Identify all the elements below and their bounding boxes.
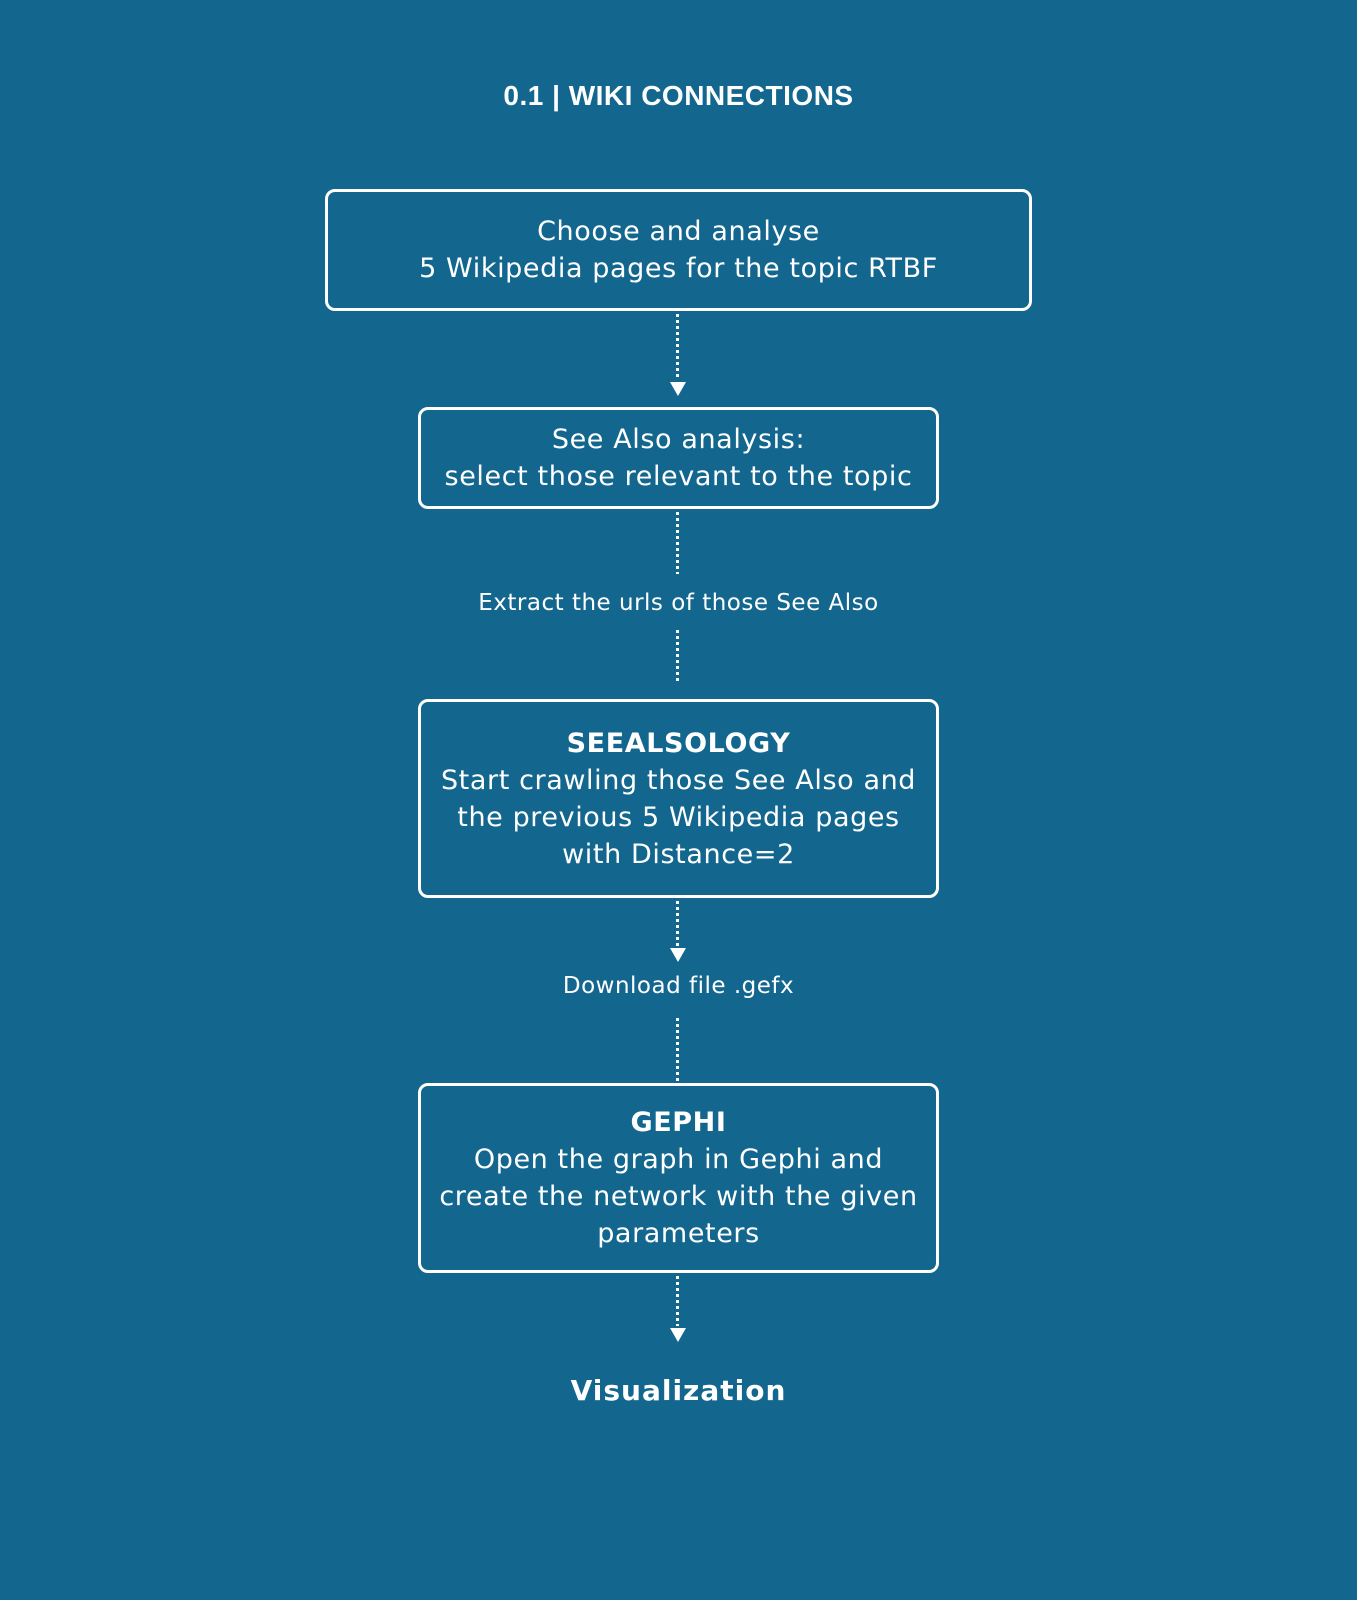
step-line: Start crawling those See Also and	[440, 764, 917, 796]
connector-line	[676, 1276, 679, 1326]
connector-label-extract: Extract the urls of those See Also	[478, 590, 879, 616]
arrow-down-icon	[670, 948, 686, 962]
connector-line	[676, 1018, 679, 1081]
step-heading: SEEALSOLOGY	[566, 727, 791, 759]
step-line: create the network with the given	[439, 1181, 918, 1212]
arrow-down-icon	[670, 382, 686, 396]
connector-line	[676, 512, 679, 574]
final-output-label: Visualization	[570, 1374, 787, 1407]
connector-line	[676, 901, 679, 949]
step-line: with Distance=2	[562, 838, 795, 870]
step-line: See Also analysis:	[551, 424, 806, 455]
step-line: select those relevant to the topic	[444, 461, 913, 492]
step-line: parameters	[597, 1218, 760, 1249]
connector-line	[676, 630, 679, 682]
step-gephi: GEPHI Open the graph in Gephi and create…	[418, 1083, 939, 1273]
step-choose-pages: Choose and analyse 5 Wikipedia pages for…	[325, 189, 1032, 311]
step-see-also-analysis: See Also analysis: select those relevant…	[418, 407, 939, 509]
step-line: Open the graph in Gephi and	[473, 1144, 884, 1175]
arrow-down-icon	[670, 1328, 686, 1342]
step-line: 5 Wikipedia pages for the topic RTBF	[419, 253, 938, 284]
step-seealsology: SEEALSOLOGY Start crawling those See Als…	[418, 699, 939, 898]
step-line: the previous 5 Wikipedia pages	[457, 801, 900, 833]
diagram-title: 0.1 | WIKI CONNECTIONS	[503, 80, 854, 111]
step-line: Choose and analyse	[537, 216, 820, 247]
step-heading: GEPHI	[630, 1107, 727, 1138]
connector-label-download: Download file .gefx	[562, 973, 795, 999]
connector-line	[676, 314, 679, 380]
